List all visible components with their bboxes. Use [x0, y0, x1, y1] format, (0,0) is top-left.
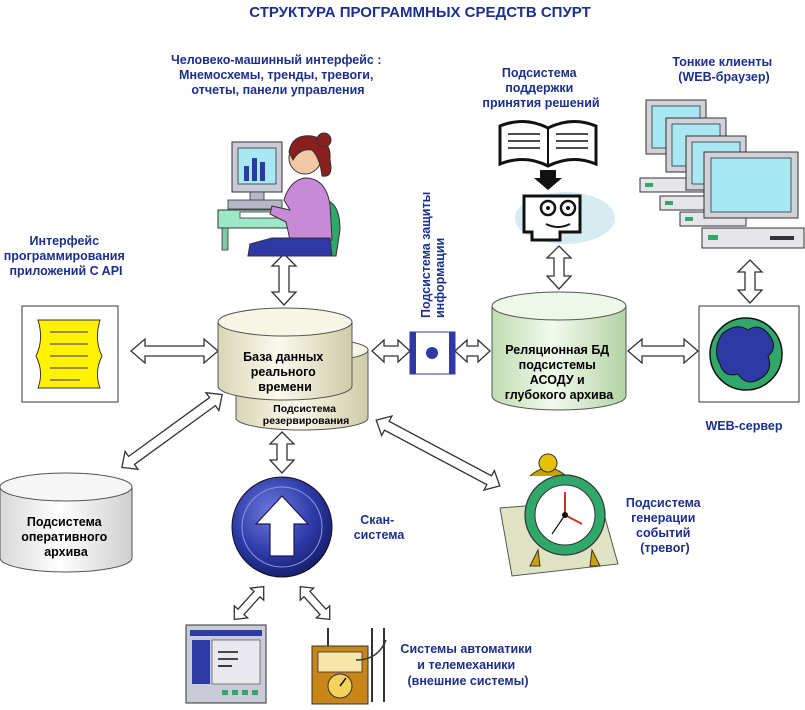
arrow-rtdb-events: [375, 415, 501, 491]
security-label: Подсистема защиты информации: [419, 188, 447, 318]
decision-label-line: поддержки: [505, 81, 573, 95]
relational-db-label: Реляционная БД подсистемы АСОДУ и глубок…: [505, 343, 614, 402]
web-server-label: WEB-сервер: [706, 419, 783, 433]
realtime-db-label: База данных реального времени: [243, 350, 327, 394]
c-api-icon: [21, 305, 119, 403]
arrow-webserver-clients: [736, 259, 764, 304]
operational-archive-label: Подсистема оперативного архива: [21, 515, 111, 559]
decision-support-label: Подсистема поддержки принятия решений: [482, 66, 599, 110]
arrow-scan-panel: [233, 585, 265, 621]
operational-archive-label-line: оперативного: [21, 530, 107, 544]
automation-label-line: (внешние системы): [407, 674, 528, 688]
thin-clients-label-line: Тонкие клиенты: [672, 55, 772, 69]
arrow-rdb-webserver: [627, 337, 699, 365]
relational-db-label-line: АСОДУ и: [530, 373, 585, 387]
decision-label-line: принятия решений: [482, 96, 599, 110]
hmi-label-line: Человеко-машинный интерфейс :: [171, 53, 382, 67]
client-monitor: [701, 151, 805, 249]
realtime-db-cylinder: База данных реального времени: [217, 307, 353, 401]
operational-archive-label-line: Подсистема: [27, 515, 103, 529]
decision-support-icon: [498, 120, 615, 244]
alarm-clock-icon: [499, 453, 619, 577]
decision-label-line: Подсистема: [502, 66, 578, 80]
hmi-label-line: Мнемосхемы, тренды, тревоги,: [179, 68, 373, 82]
events-label-line: генерации: [631, 511, 695, 525]
realtime-db-label-line: времени: [258, 380, 312, 394]
relational-db-label-line: подсистемы: [519, 358, 596, 372]
c-api-label-line: Интерфейс: [29, 234, 99, 248]
security-label-line: Подсистема защиты: [419, 192, 433, 318]
arrow-rtdb-operarchive: [121, 391, 223, 471]
arrow-rdb-decision: [545, 245, 573, 290]
scan-system-label-line: Скан-: [360, 513, 394, 527]
realtime-db-label-line: База данных: [243, 350, 323, 364]
telemetry-device-icon: [311, 628, 387, 705]
connector-arrows: [121, 245, 764, 621]
thin-clients-label: Тонкие клиенты (WEB-браузер): [672, 55, 775, 84]
arrow-hmi-rtdb: [270, 253, 298, 306]
relational-db-cylinder: Реляционная БД подсистемы АСОДУ и глубок…: [491, 291, 627, 411]
diagram-title: СТРУКТУРА ПРОГРАММНЫХ СРЕДСТВ СПУРТ: [249, 4, 591, 21]
arrow-api-rtdb: [130, 337, 219, 365]
security-subsystem-icon: [409, 331, 456, 375]
web-server-globe-icon: [698, 305, 800, 403]
operator-workstation-icon: [217, 132, 341, 257]
security-label-line: информации: [433, 238, 447, 318]
operational-archive-cylinder: Подсистема оперативного архива: [0, 472, 133, 573]
c-api-label: Интерфейс программирования приложений C …: [4, 234, 129, 278]
operational-archive-label-line: архива: [44, 545, 89, 559]
c-api-label-line: приложений C API: [9, 264, 122, 278]
automation-label-line: и телемеханики: [417, 658, 515, 672]
arrow-rtdb-security: [371, 338, 411, 364]
backup-label-line: резервирования: [263, 415, 349, 427]
backup-label-line: Подсистема: [273, 403, 336, 415]
relational-db-label-line: глубокого архива: [505, 388, 614, 402]
scan-system-icon: [231, 476, 333, 578]
thin-clients-icon: [639, 99, 805, 249]
automation-label-line: Системы автоматики: [400, 642, 532, 656]
scan-system-label: Скан- система: [354, 513, 406, 542]
c-api-label-line: программирования: [4, 249, 125, 263]
events-label-line: (тревог): [640, 541, 689, 555]
events-label-line: событий: [636, 526, 690, 540]
relational-db-label-line: Реляционная БД: [505, 343, 609, 357]
thin-clients-label-line: (WEB-браузер): [678, 70, 769, 84]
automation-label: Системы автоматики и телемеханики (внешн…: [400, 642, 535, 688]
scan-system-label-line: система: [354, 528, 406, 542]
arrow-backup-scan: [268, 431, 296, 474]
arrow-security-rdb: [454, 338, 491, 364]
events-label: Подсистема генерации событий (тревог): [626, 496, 704, 555]
events-label-line: Подсистема: [626, 496, 702, 510]
hmi-label-line: отчеты, панели управления: [191, 83, 364, 97]
backup-label: Подсистема резервирования: [263, 403, 349, 427]
realtime-db-label-line: реального: [251, 365, 316, 379]
arrow-scan-automation: [299, 585, 331, 621]
hmi-label: Человеко-машинный интерфейс : Мнемосхемы…: [171, 53, 385, 97]
control-panel-icon: [185, 624, 267, 704]
